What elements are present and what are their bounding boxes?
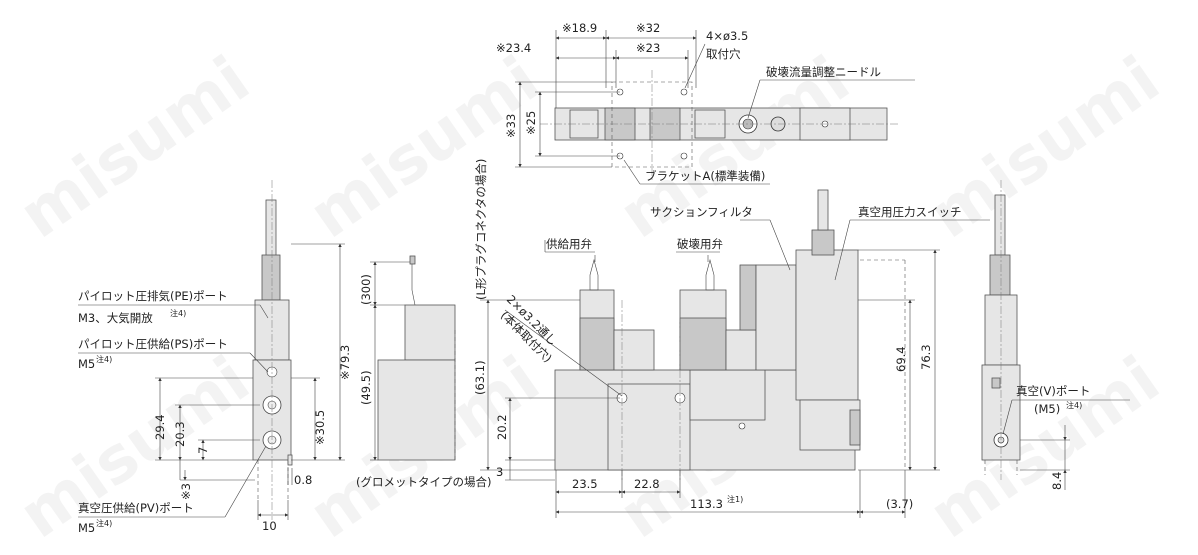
dim-20-2: 20.2: [495, 414, 509, 440]
grommet-caption: (グロメットタイプの場合): [356, 475, 491, 489]
watermark: misumi: [917, 43, 1173, 253]
overall-note: 注1): [727, 494, 743, 504]
bracket-label: ブラケットA(標準装備): [645, 169, 765, 183]
dim-79-3: ※79.3: [338, 345, 352, 380]
watermark: misumi: [7, 43, 263, 253]
dim-3: ※3: [179, 483, 193, 500]
front-view: [480, 189, 990, 518]
dim-20-3: 20.3: [173, 421, 187, 447]
dim-76-3: 76.3: [919, 344, 933, 370]
needle-label: 破壊流量調整ニードル: [766, 65, 881, 79]
ps-port-label: パイロット圧供給(PS)ポート: [78, 337, 228, 351]
switch-label: 真空用圧力スイッチ: [858, 205, 962, 219]
vacuum-port-label: 真空(V)ポート: [1016, 384, 1090, 398]
dim-23-4: ※23.4: [496, 41, 531, 55]
filter-label: サクションフィルタ: [650, 205, 753, 219]
dim-0-8: 0.8: [294, 473, 312, 487]
dim-49-5: (49.5): [359, 370, 373, 405]
dim-7: 7: [196, 447, 210, 454]
dim-113-3: 113.3: [690, 497, 723, 511]
dim-25: ※25: [524, 111, 538, 135]
top-view: [515, 30, 915, 185]
vacuum-port-note: 注4): [1066, 400, 1082, 410]
pv-port-label: 真空圧供給(PV)ポート: [78, 501, 194, 515]
dim-29-4: 29.4: [153, 414, 167, 440]
dim-30-5: ※30.5: [313, 410, 327, 445]
pe-port-label: パイロット圧排気(PE)ポート: [78, 289, 228, 303]
mount-hole-label: 4×ø3.5: [706, 29, 748, 43]
watermark: misumi: [7, 343, 263, 550]
dim-300: (300): [359, 274, 373, 305]
grommet-view: [370, 255, 456, 461]
dim-18-9: ※18.9: [562, 21, 597, 35]
pv-port-note: 注4): [96, 518, 112, 528]
dim-3-7: (3.7): [886, 497, 913, 511]
dim-33: ※33: [504, 114, 518, 138]
dim-22-8: 22.8: [634, 477, 660, 491]
dim-23-5: 23.5: [572, 477, 598, 491]
l-plug-label: (L形プラグコネクタの場合): [474, 159, 488, 300]
dim-32: ※32: [636, 21, 660, 35]
supply-valve-label: 供給用弁: [546, 237, 592, 251]
mount-hole-sub: 取付穴: [706, 47, 741, 61]
dim-69-4: 69.4: [894, 346, 908, 372]
dim-10: 10: [262, 519, 277, 533]
ps-port-note: 注4): [96, 354, 112, 364]
dim-3: 3: [496, 465, 503, 479]
dim-23: ※23: [636, 41, 660, 55]
left-side-view: [155, 180, 345, 520]
vacuum-port-sub: (M5): [1034, 402, 1060, 416]
right-side-view: [981, 180, 1130, 490]
watermark: misumi: [917, 343, 1173, 550]
release-valve-label: 破壊用弁: [677, 237, 723, 251]
pe-port-sub: M3、大気開放: [78, 311, 153, 325]
dim-63-1: (63.1): [473, 360, 487, 395]
pe-port-note: 注4): [170, 308, 186, 318]
watermark: misumi: [297, 43, 553, 253]
ps-port-sub: M5: [78, 357, 95, 371]
dim-8-4: 8.4: [1050, 472, 1064, 490]
pv-port-sub: M5: [78, 521, 95, 535]
